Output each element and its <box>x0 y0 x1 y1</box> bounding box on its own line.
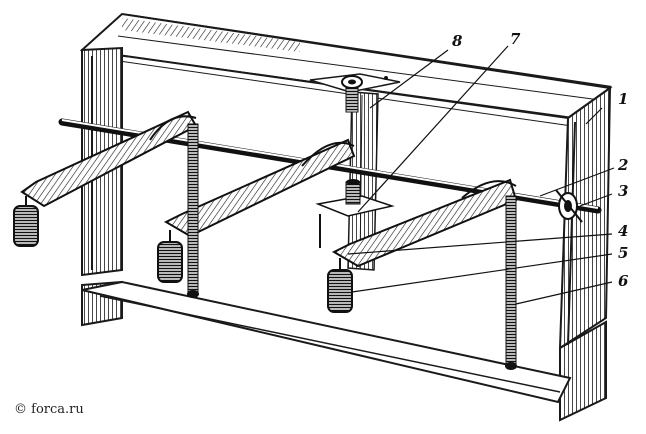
spring-right <box>505 195 517 370</box>
callout-3: 3 <box>618 182 628 200</box>
lever-arm-right <box>331 178 518 268</box>
insulator-middle <box>157 230 183 283</box>
frame-top-beam <box>79 12 613 127</box>
watermark-text: © forca.ru <box>14 402 84 417</box>
frame-right-upright <box>558 86 612 422</box>
callout-4: 4 <box>618 222 628 240</box>
shaft-bearing <box>555 189 583 223</box>
callout-6: 6 <box>618 272 629 290</box>
callout-7: 7 <box>510 30 521 48</box>
callout-1: 1 <box>618 90 628 108</box>
spring-left <box>187 123 199 298</box>
top-bearing-plate <box>309 73 401 113</box>
callout-5: 5 <box>618 244 628 262</box>
central-bracket <box>315 179 395 248</box>
leader-lines <box>347 45 615 305</box>
insulator-left <box>13 196 39 247</box>
callout-2: 2 <box>617 156 628 174</box>
lever-arm-middle <box>163 138 356 238</box>
callout-8: 8 <box>452 32 463 50</box>
insulator-right <box>327 258 353 313</box>
lever-arm-left <box>20 110 198 208</box>
frame-bottom-beam <box>81 280 572 404</box>
